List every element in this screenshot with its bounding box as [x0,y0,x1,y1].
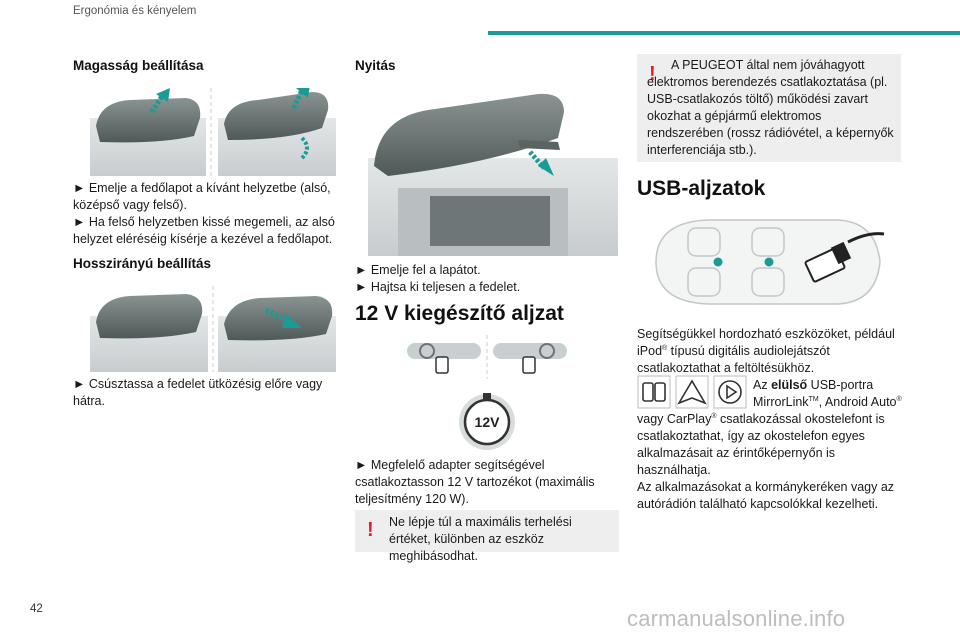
usb-intro-text-a: Segítségükkel hordozható eszközöket, pél… [637,327,895,358]
warning-icon: ! [367,519,374,541]
android-auto-icon [677,379,707,405]
usb-front-text-b: , Android Auto [818,395,897,409]
figure-armrest-height [90,88,336,176]
usb-controls-paragraph: Az alkalmazásokat a kormánykeréken vagy … [637,480,895,511]
usb-intro-text-b: típusú digitális audiolejátszót csatlako… [637,344,830,375]
text-block-opening: ► Emelje fel a lapátot. ► Hajtsa ki telj… [355,262,615,296]
instruction-connect-12v: ► Megfelelő adapter segítségével csatlak… [355,458,595,506]
usb-front-text-d: csatlakozással okostelefont is csatlakoz… [637,412,885,477]
text-block-12v: ► Megfelelő adapter segítségével csatlak… [355,457,617,508]
mirrorlink-icon [642,382,666,402]
registered-mark: ® [662,344,668,352]
figure-usb-locations [648,212,888,312]
instruction-lower-lid: ► Ha felső helyzetben kissé megemeli, az… [73,215,335,246]
figure-armrest-open [368,88,618,256]
heading-opening: Nyitás [355,58,396,73]
instruction-lift-tab: ► Emelje fel a lapátot. [355,263,481,277]
usb-intro-paragraph: Segítségükkel hordozható eszközöket, pél… [637,326,903,377]
registered-mark: ® [711,412,717,420]
warning-box-peugeot: ! A PEUGEOT által nem jóváhagyott elektr… [637,54,901,162]
section-title: Ergonómia és kényelem [73,5,197,17]
instruction-open-lid: ► Hajtsa ki teljesen a fedelet. [355,280,521,294]
warning-text-load: Ne lépje túl a maximális terhelési érték… [389,515,572,563]
header-accent-bar [488,31,960,35]
page-number: 42 [30,603,43,615]
instruction-raise-lid: ► Emelje a fedőlapot a kívánt helyzetbe … [73,181,331,212]
usb-front-bold: elülső [771,378,808,392]
usb-front-text-c: vagy CarPlay [637,412,712,426]
heading-longitudinal-adjust: Hosszirányú beállítás [73,256,212,271]
usb-front-paragraph: Az elülső USB-portra MirrorLinkTM, Andro… [753,377,905,411]
figure-dashboard-socket-location [405,335,570,379]
registered-mark: ® [896,395,902,403]
text-block-usb-front-a: Az elülső USB-portra MirrorLinkTM, Andro… [753,377,905,411]
socket-label: 12V [474,414,500,430]
warning-text-peugeot: A PEUGEOT által nem jóváhagyott elektrom… [647,58,894,157]
text-block-slide: ► Csúsztassa a fedelet ütközésig előre v… [73,376,338,410]
connectivity-icons [637,375,749,409]
warning-box-load: ! Ne lépje túl a maximális terhelési ért… [355,510,619,563]
trademark-mark: TM [808,395,819,403]
figure-armrest-slide [90,286,336,372]
usb-front-paragraph-cont: vagy CarPlay® csatlakozással okostelefon… [637,411,903,479]
heading-12v-socket: 12 V kiegészítő aljzat [355,302,564,325]
carplay-icon [718,380,742,404]
heading-usb-sockets: USB-aljzatok [637,177,766,200]
instruction-slide-lid: ► Csúsztassa a fedelet ütközésig előre v… [73,377,323,408]
text-block-usb-front-b: vagy CarPlay® csatlakozással okostelefon… [637,411,903,513]
text-block-usb-intro: Segítségükkel hordozható eszközöket, pél… [637,326,903,377]
usb-front-text-a: USB-portra MirrorLink [753,378,874,409]
usb-front-lead: Az [753,378,772,392]
text-block-height: ► Emelje a fedőlapot a kívánt helyzetbe … [73,180,338,248]
warning-icon: ! [649,63,656,85]
socket-12v-icon: 12V [455,390,519,454]
watermark: carmanualsonline.info [627,606,846,631]
heading-height-adjust: Magasság beállítása [73,58,204,73]
